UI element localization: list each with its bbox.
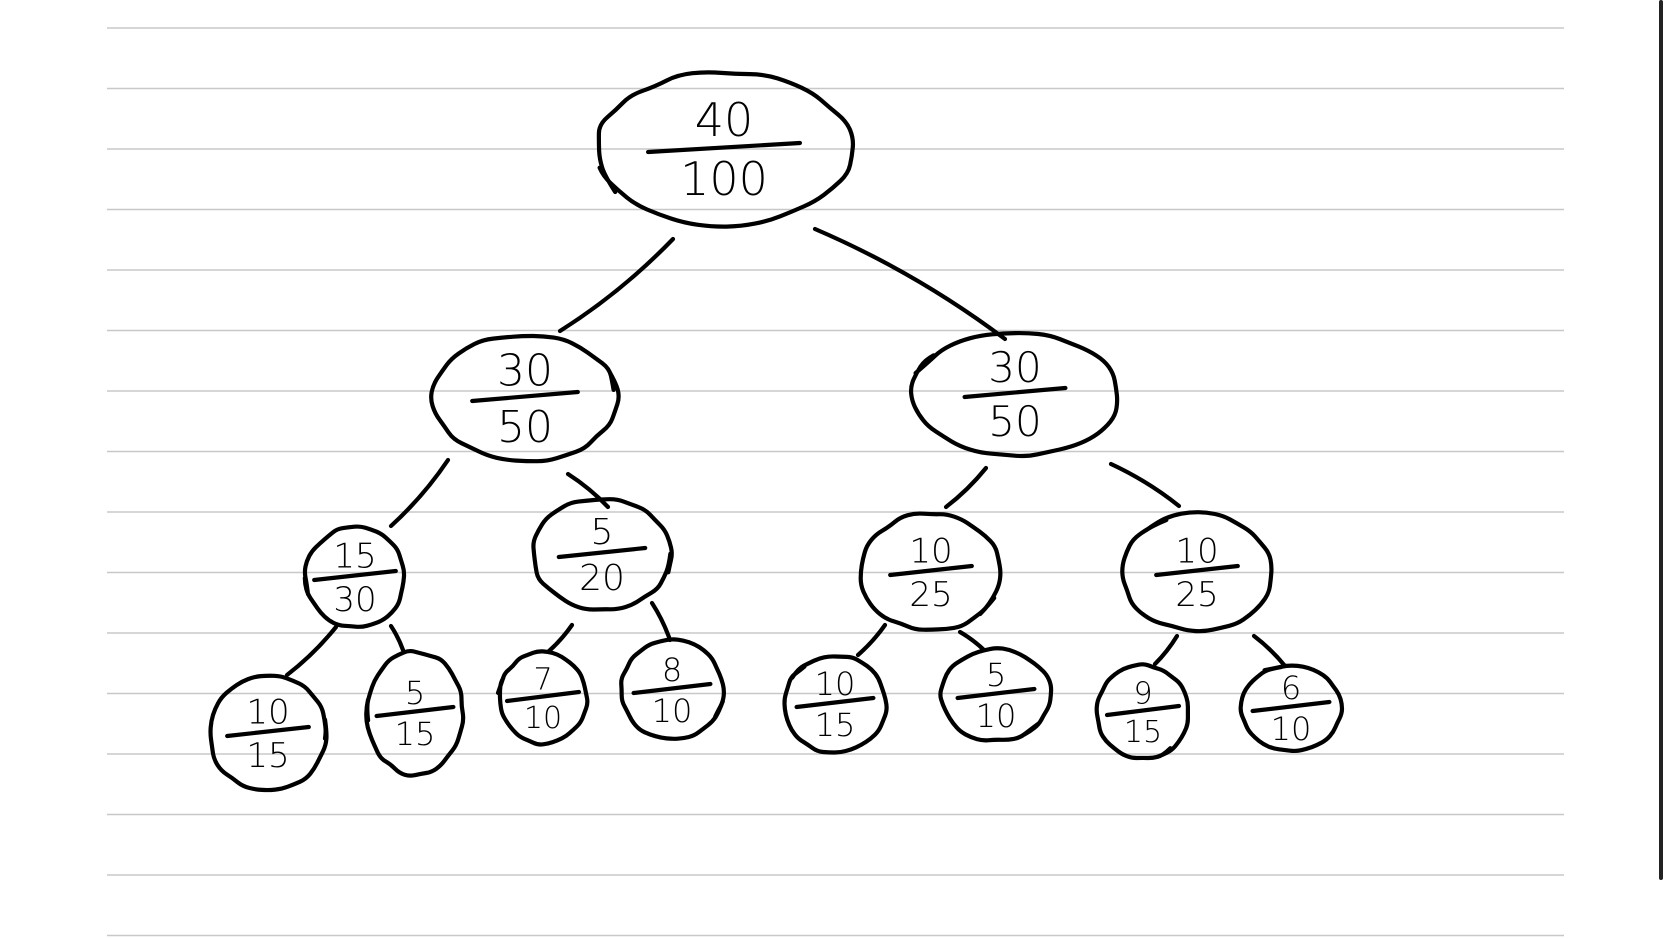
fraction-bar	[962, 385, 1068, 400]
denominator: 10	[524, 701, 562, 736]
numerator: 10	[815, 665, 856, 703]
node-circle	[1120, 510, 1274, 634]
tree-node: 915	[1094, 662, 1191, 761]
denominator: 20	[579, 558, 625, 599]
denominator: 30	[333, 580, 376, 620]
fraction-bar	[1250, 699, 1332, 714]
tree-edge	[649, 600, 673, 643]
denominator: 10	[652, 692, 693, 730]
tree-edge	[957, 629, 987, 653]
scrollbar[interactable]	[1659, 0, 1663, 880]
tree-edge	[1251, 633, 1288, 669]
node-circle	[596, 70, 856, 229]
numerator: 40	[695, 93, 754, 147]
tree-edge	[1152, 633, 1180, 667]
fraction-bar	[955, 686, 1037, 701]
node-circle	[531, 497, 674, 612]
fraction-bar	[646, 140, 802, 155]
fraction-bar	[888, 563, 974, 578]
tree-edge	[557, 236, 676, 334]
denominator: 25	[909, 575, 952, 615]
numerator: 30	[497, 346, 553, 397]
tree-edge	[943, 465, 989, 510]
tree-nodes: 4010030501530101551552071081030501025101…	[208, 70, 1345, 793]
numerator: 8	[662, 651, 682, 689]
tree-edge	[545, 622, 575, 655]
tree-edge	[284, 624, 339, 678]
node-circle	[495, 649, 590, 747]
numerator: 9	[1133, 677, 1152, 712]
node-circle	[858, 511, 1003, 632]
denominator: 25	[1175, 575, 1218, 615]
tree-node: 510	[938, 646, 1054, 743]
numerator: 10	[246, 692, 289, 732]
fraction-bar	[1104, 703, 1182, 718]
numerator: 5	[986, 656, 1006, 694]
node-circle	[364, 648, 466, 778]
denominator: 10	[976, 697, 1017, 735]
node-circle	[938, 646, 1054, 743]
denominator: 50	[988, 397, 1041, 446]
tree-edges	[284, 226, 1288, 678]
node-circle	[208, 673, 329, 793]
denominator: 15	[246, 736, 289, 776]
tree-edge	[388, 623, 406, 653]
fraction-bar	[631, 681, 713, 696]
node-circle	[908, 330, 1120, 459]
numerator: 5	[405, 674, 425, 712]
numerator: 7	[533, 663, 552, 698]
numerator: 10	[909, 531, 952, 571]
tree-node: 520	[531, 497, 674, 612]
fraction-bar	[312, 568, 398, 583]
fraction-bar	[470, 389, 580, 404]
tree-node: 710	[495, 649, 590, 747]
tree-edge	[1108, 461, 1182, 509]
node-circle	[302, 524, 407, 629]
tree-node: 810	[619, 637, 726, 741]
tree-edge	[388, 457, 451, 529]
node-circle	[1238, 663, 1345, 754]
numerator: 15	[333, 536, 376, 576]
node-circle	[782, 654, 889, 755]
ruled-lines	[107, 27, 1564, 937]
tree-edge	[855, 622, 888, 658]
node-circle	[619, 637, 726, 741]
tree-node: 515	[364, 648, 466, 778]
tree-edge	[565, 471, 611, 510]
denominator: 50	[497, 402, 553, 453]
fraction-bar	[556, 545, 648, 560]
numerator: 10	[1175, 531, 1218, 571]
numerator: 5	[591, 512, 614, 553]
denominator: 100	[680, 152, 768, 206]
fraction-bar	[225, 724, 311, 739]
node-circle	[1094, 662, 1191, 761]
tree-node: 610	[1238, 663, 1345, 754]
fraction-bar	[374, 704, 456, 719]
numerator: 6	[1281, 669, 1301, 707]
denominator: 10	[1271, 710, 1312, 748]
node-circle	[429, 333, 621, 464]
fraction-bar	[794, 695, 876, 710]
denominator: 15	[815, 706, 856, 744]
denominator: 15	[1124, 715, 1162, 750]
fraction-bar	[504, 689, 582, 704]
numerator: 30	[988, 343, 1041, 392]
fraction-bar	[1154, 563, 1240, 578]
denominator: 15	[395, 715, 436, 753]
tree-edge	[812, 226, 1008, 342]
